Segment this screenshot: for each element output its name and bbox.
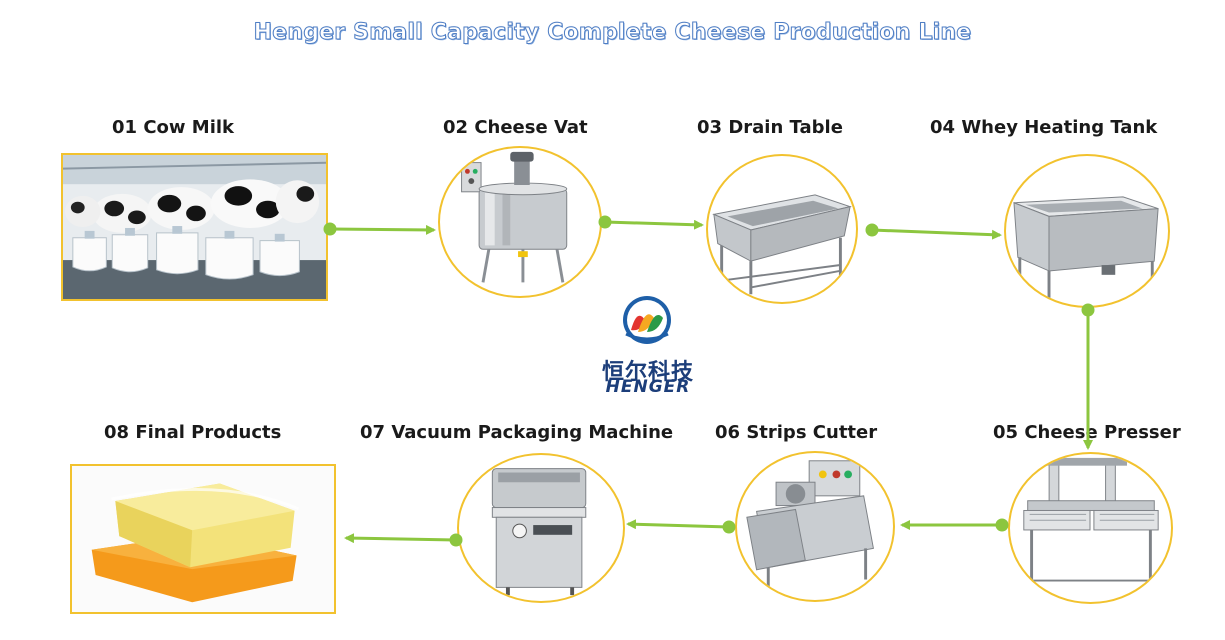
arrow-05-06-dot xyxy=(997,520,1007,530)
arrow-07-08-dot xyxy=(451,535,461,545)
arrow-02-03-dot xyxy=(600,217,610,227)
arrow-03-04 xyxy=(872,230,1000,235)
arrow-06-07-dot xyxy=(724,522,734,532)
arrow-02-03 xyxy=(605,222,702,225)
arrow-01-02 xyxy=(330,229,434,230)
arrow-01-02-dot xyxy=(325,224,335,234)
arrow-03-04-dot xyxy=(867,225,877,235)
arrow-06-07 xyxy=(628,524,729,527)
arrow-07-08 xyxy=(346,538,456,540)
arrow-04-05-dot xyxy=(1083,305,1093,315)
